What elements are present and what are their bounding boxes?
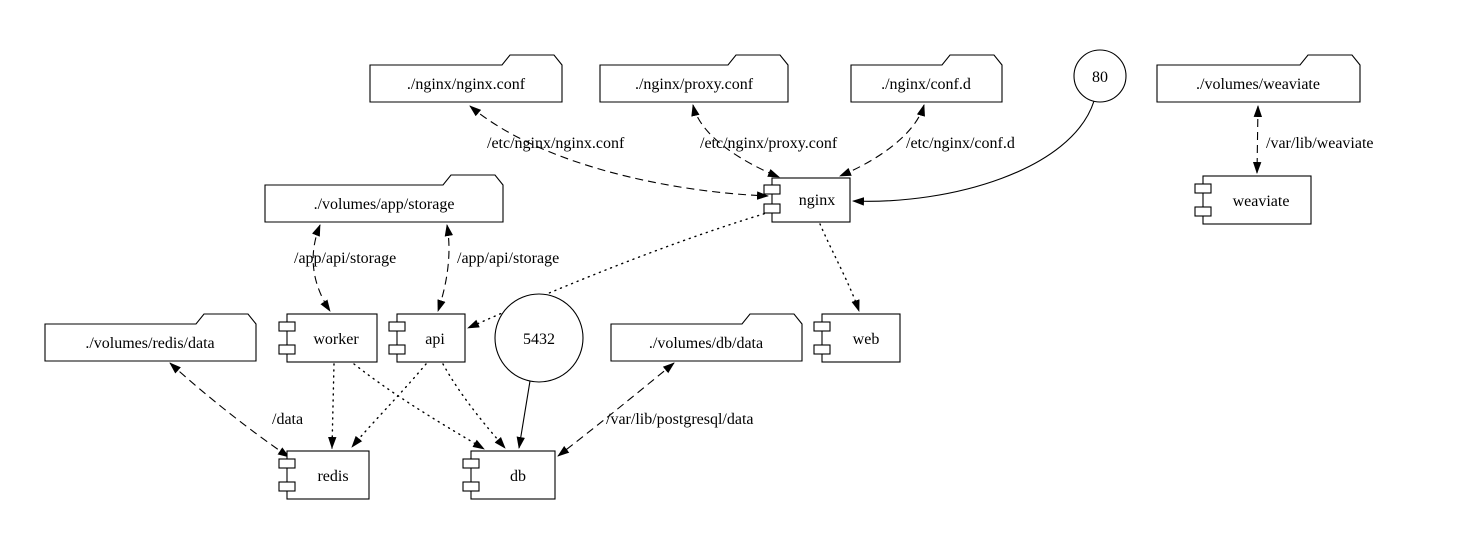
node-label: weaviate [1233, 193, 1290, 210]
node-label: db [510, 468, 526, 485]
node-service-nginx: nginx [763, 177, 851, 223]
component-tab-icon [462, 458, 480, 469]
node-label: ./nginx/proxy.conf [635, 76, 754, 93]
folder-icon [44, 313, 257, 362]
edge-api-to-redis [351, 363, 427, 448]
node-label: ./nginx/nginx.conf [407, 76, 526, 93]
folder-icon [1156, 54, 1361, 103]
edge-nginx-to-web [819, 223, 860, 312]
node-label: ./volumes/redis/data [85, 335, 214, 352]
folder-icon [850, 54, 1003, 103]
edge-app-storage-to-api [437, 224, 454, 312]
edge-nginx-conf-to-nginx [469, 105, 769, 200]
node-service-redis: redis [278, 450, 370, 500]
component-box [1202, 175, 1312, 225]
node-volumes-weaviate-folder: ./volumes/weaviate [1156, 54, 1361, 103]
component-tab-icon [278, 344, 296, 355]
component-box [821, 313, 901, 363]
component-tab-icon [462, 481, 480, 492]
folder-icon [369, 54, 563, 103]
edge-proxy-conf-to-nginx [691, 104, 780, 178]
node-label: 5432 [523, 331, 555, 348]
component-box [286, 313, 378, 363]
node-label: nginx [799, 192, 835, 209]
component-tab-icon [278, 458, 296, 469]
node-service-db: db [462, 450, 556, 500]
node-port-80: 80 [1073, 49, 1127, 103]
component-tab-icon [1194, 183, 1212, 194]
node-conf-d-folder: ./nginx/conf.d [850, 54, 1003, 103]
component-tab-icon [1194, 206, 1212, 217]
node-label: api [425, 331, 445, 348]
node-label: ./volumes/weaviate [1196, 76, 1320, 93]
node-service-web: web [813, 313, 901, 363]
node-label: worker [313, 331, 359, 348]
node-label: ./volumes/db/data [649, 335, 763, 352]
edge-label-nginx-conf-mount: /etc/nginx/nginx.conf [487, 135, 625, 152]
node-label: 80 [1092, 69, 1108, 86]
node-service-api: api [388, 313, 466, 363]
edge-volumes-weaviate-to-weaviate [1252, 105, 1263, 174]
node-app-storage-folder: ./volumes/app/storage [264, 174, 504, 223]
edge-label-db-mount: /var/lib/postgresql/data [606, 411, 754, 428]
folder-icon [599, 54, 789, 103]
port-circle-icon [494, 293, 584, 383]
component-tab-icon [813, 344, 831, 355]
component-tab-icon [388, 344, 406, 355]
edge-api-to-db [442, 363, 506, 449]
edge-app-storage-to-worker [312, 224, 331, 312]
port-circle-icon [1073, 49, 1127, 103]
component-tab-icon [388, 321, 406, 332]
component-box [470, 450, 556, 500]
edge-conf-d-to-nginx [839, 104, 925, 177]
edge-nginx-to-api [467, 211, 771, 329]
component-tab-icon [763, 203, 781, 214]
node-redis-data-folder: ./volumes/redis/data [44, 313, 257, 362]
edge-label-redis-mount: /data [272, 411, 303, 428]
node-label: ./volumes/app/storage [314, 196, 455, 213]
node-nginx-conf-folder: ./nginx/nginx.conf [369, 54, 563, 103]
node-service-worker: worker [278, 313, 378, 363]
folder-icon [610, 313, 803, 362]
edge-port-5432-to-db [516, 380, 531, 449]
node-proxy-conf-folder: ./nginx/proxy.conf [599, 54, 789, 103]
edge-redis-data-to-redis [169, 362, 290, 458]
node-db-data-folder: ./volumes/db/data [610, 313, 803, 362]
component-tab-icon [278, 481, 296, 492]
component-tab-icon [278, 321, 296, 332]
node-label: web [853, 331, 880, 348]
edge-db-data-to-db [557, 362, 675, 457]
component-box [396, 313, 466, 363]
edge-worker-to-redis [328, 363, 337, 449]
edge-worker-to-db [353, 363, 485, 450]
edge-label-conf-d-mount: /etc/nginx/conf.d [906, 135, 1015, 152]
node-label: redis [317, 468, 348, 485]
node-port-5432: 5432 [494, 293, 584, 383]
component-tab-icon [813, 321, 831, 332]
node-label: ./nginx/conf.d [881, 76, 971, 93]
folder-icon [264, 174, 504, 223]
component-tab-icon [763, 184, 781, 195]
component-box [771, 177, 851, 223]
edge-label-proxy-conf-mount: /etc/nginx/proxy.conf [700, 135, 838, 152]
edge-label-worker-storage-mount: /app/api/storage [294, 250, 396, 267]
edge-port-80-to-nginx [852, 100, 1095, 206]
edge-label-weaviate-mount: /var/lib/weaviate [1266, 135, 1374, 152]
edge-label-api-storage-mount: /app/api/storage [457, 250, 559, 267]
node-service-weaviate: weaviate [1194, 175, 1312, 225]
component-box [286, 450, 370, 500]
